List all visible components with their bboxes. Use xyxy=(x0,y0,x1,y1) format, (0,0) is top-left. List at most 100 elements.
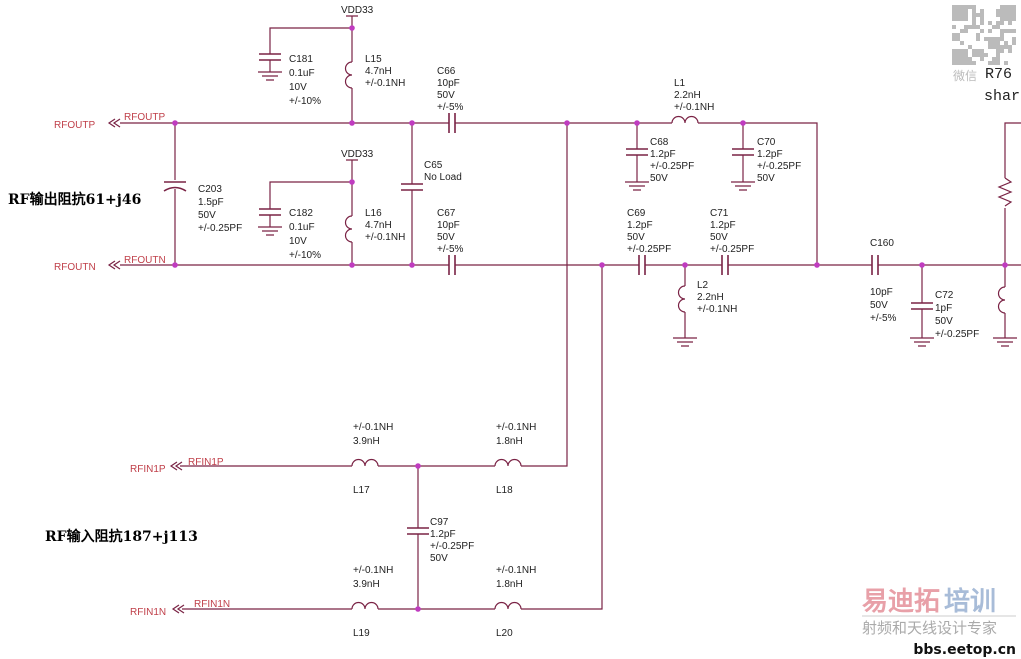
label-l1: L12.2nH+/-0.1NH xyxy=(674,78,714,113)
port-arrow-rfin1p xyxy=(169,461,183,471)
junction-dot xyxy=(415,606,421,612)
qr-module xyxy=(996,41,1000,45)
qr-module xyxy=(964,13,968,17)
partial-ref-text: R76 xyxy=(985,66,1012,83)
component-label-line: 3.9nH xyxy=(353,436,380,447)
qr-module xyxy=(992,61,996,65)
component-label-line: 10pF xyxy=(437,220,460,231)
component-label-line: +/-10% xyxy=(289,96,321,107)
component-label-line: +/-0.1NH xyxy=(365,232,405,243)
qr-module xyxy=(992,57,996,61)
qr-module xyxy=(1004,41,1008,45)
component-label-line: L2 xyxy=(697,280,709,291)
capacitor-c65 xyxy=(400,183,424,191)
component-label-line: 1.2pF xyxy=(710,220,736,231)
component-label-line: 1.2pF xyxy=(757,149,783,160)
component-label-line: 50V xyxy=(650,173,668,184)
capacitor-c67 xyxy=(448,255,456,275)
component-label-line: L16 xyxy=(365,208,382,219)
logo-main-red: 易迪拓 xyxy=(862,587,940,617)
qr-module xyxy=(956,17,960,21)
component-label-line: 2.2nH xyxy=(697,292,724,303)
qr-module xyxy=(1000,49,1004,53)
qr-module xyxy=(1008,9,1012,13)
label-l2: L22.2nH+/-0.1NH xyxy=(697,280,737,315)
qr-module xyxy=(952,17,956,21)
component-label-line: 50V xyxy=(710,232,728,243)
capacitor-c71 xyxy=(721,255,729,275)
capacitor-c72 xyxy=(910,302,934,310)
component-label-line: +/-0.1NH xyxy=(365,78,405,89)
qr-module xyxy=(964,9,968,13)
qr-module xyxy=(1000,29,1004,33)
capacitor-c70 xyxy=(731,148,755,156)
inductor-right xyxy=(996,286,1008,314)
qr-module xyxy=(964,61,968,65)
capacitor-c68 xyxy=(625,148,649,156)
ground-icon xyxy=(993,337,1017,347)
junction-dot xyxy=(409,120,415,126)
component-label-line: +/-5% xyxy=(437,102,464,113)
input-impedance-note: RF输入阻抗187+j113 xyxy=(45,528,198,545)
qr-module xyxy=(1004,29,1008,33)
component-label-line: +/-0.25PF xyxy=(710,244,754,255)
qr-module xyxy=(960,17,964,21)
qr-module xyxy=(1000,45,1004,49)
qr-module xyxy=(956,13,960,17)
junction-dot xyxy=(814,262,820,268)
qr-module xyxy=(972,25,976,29)
logo-main-blue: 培训 xyxy=(944,587,996,617)
port-rfin1n: RFIN1N xyxy=(130,607,166,618)
qr-module xyxy=(960,13,964,17)
inductor-l19 xyxy=(351,600,379,612)
component-label-line: 50V xyxy=(437,232,455,243)
qr-module xyxy=(976,13,980,17)
qr-module xyxy=(952,53,956,57)
ground-icon xyxy=(258,71,282,81)
component-label-line: C97 xyxy=(430,517,449,528)
component-label-line: 50V xyxy=(437,90,455,101)
qr-module xyxy=(964,53,968,57)
junction-dot xyxy=(172,262,178,268)
qr-module xyxy=(956,61,960,65)
qr-module xyxy=(996,13,1000,17)
component-label-line: L17 xyxy=(353,485,370,496)
qr-module xyxy=(960,61,964,65)
qr-module xyxy=(1000,33,1004,37)
inductors xyxy=(343,61,1008,612)
junction-dot xyxy=(172,120,178,126)
component-label-line: C72 xyxy=(935,290,954,301)
ground-icon xyxy=(673,337,697,347)
qr-module xyxy=(960,49,964,53)
qr-module xyxy=(964,29,968,33)
qr-module xyxy=(984,37,988,41)
qr-module xyxy=(968,57,972,61)
component-label-line: 4.7nH xyxy=(365,66,392,77)
qr-module xyxy=(980,9,984,13)
component-label-line: 1.2pF xyxy=(430,529,456,540)
qr-module xyxy=(960,53,964,57)
qr-module xyxy=(984,53,988,57)
component-label-line: 1.2pF xyxy=(627,220,653,231)
qr-module xyxy=(980,29,984,33)
junction-dot xyxy=(349,25,355,31)
logo-watermark: 易迪拓 培训 射频和天线设计专家 bbs.eetop.cn xyxy=(862,587,1016,658)
junctions xyxy=(172,25,1008,612)
component-label-line: +/-0.25PF xyxy=(650,161,694,172)
junction-dot xyxy=(919,262,925,268)
qr-module xyxy=(968,45,972,49)
ground-icon xyxy=(258,226,282,236)
ground-symbols xyxy=(258,71,1017,347)
port-arrow-rfoutp xyxy=(107,118,121,128)
qr-module xyxy=(956,37,960,41)
component-label-line: 1.8nH xyxy=(496,579,523,590)
